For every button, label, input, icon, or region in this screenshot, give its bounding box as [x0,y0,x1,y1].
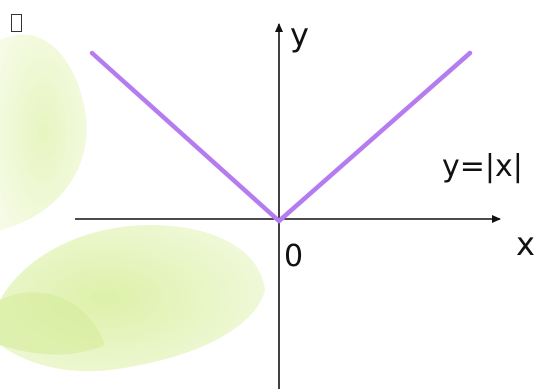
leaf-upper [0,34,87,230]
background-leaves [0,34,265,372]
y-axis-label: y [290,16,309,54]
x-axis-label: x [516,225,535,263]
origin-label: 0 [284,239,303,274]
function-label: y=|x| [442,149,523,184]
missing-glyph-box [11,14,22,32]
abs-function-curve [89,50,473,224]
leaf-tip [0,292,105,355]
